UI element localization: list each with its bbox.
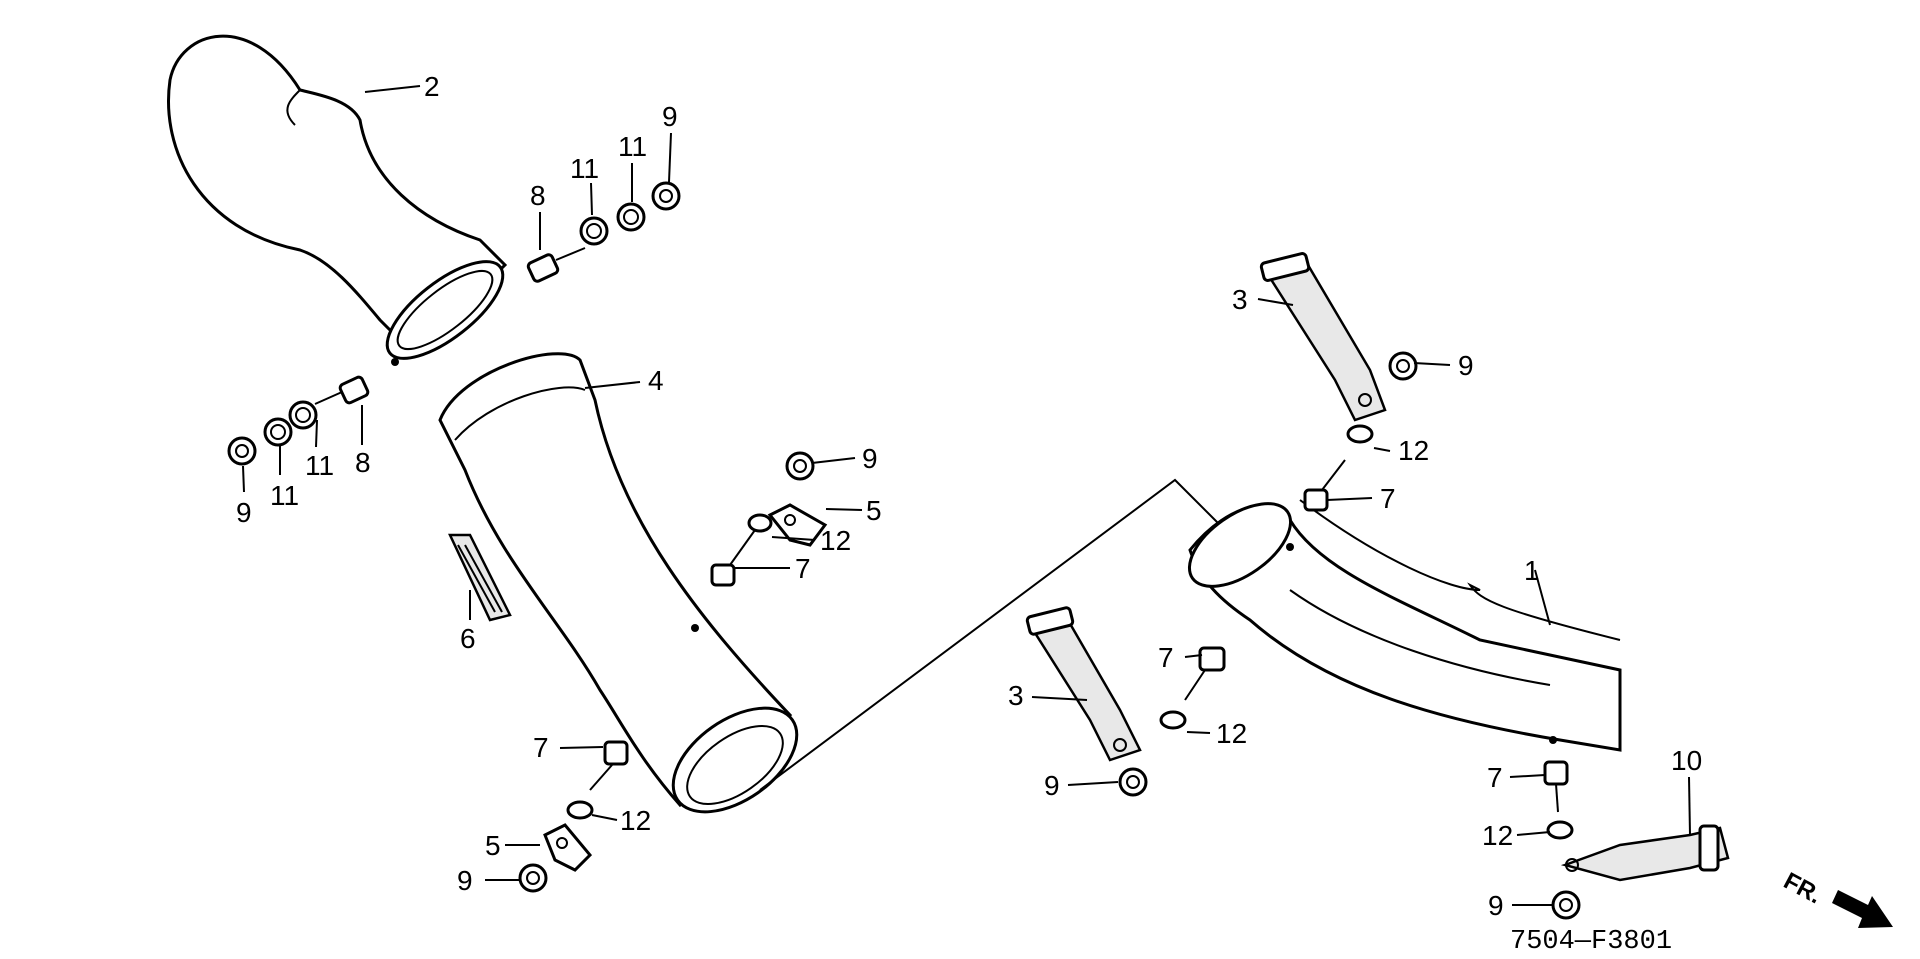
callout-5: 5 <box>485 830 501 861</box>
callout-8: 8 <box>530 180 546 211</box>
callout-12: 12 <box>1482 820 1513 851</box>
front-direction-indicator: FR. <box>1779 867 1893 928</box>
callout-9: 9 <box>1458 350 1474 381</box>
callout-9: 9 <box>662 101 678 132</box>
leader-lines <box>242 85 1691 906</box>
callout-12: 12 <box>620 805 651 836</box>
part-10-strap <box>1560 824 1730 882</box>
part-2-upper-pipe <box>167 34 508 366</box>
callout-3: 3 <box>1232 284 1248 315</box>
callout-11: 11 <box>570 153 599 184</box>
callout-5: 5 <box>866 495 882 526</box>
connector-line <box>759 478 1221 791</box>
bolt-icons <box>314 247 1569 813</box>
callout-8: 8 <box>355 447 371 478</box>
callout-1: 1 <box>1524 555 1540 586</box>
callout-12: 12 <box>1398 435 1429 466</box>
front-direction-label: FR. <box>1779 867 1826 909</box>
callout-9: 9 <box>1044 770 1060 801</box>
diagram-code: 7504—F3801 <box>1510 927 1672 957</box>
callout-4: 4 <box>648 365 664 396</box>
callout-7: 7 <box>795 553 811 584</box>
part-3-strap-upper <box>1259 252 1387 422</box>
part-5-bracket-upper <box>767 503 828 547</box>
callout-9: 9 <box>457 865 473 896</box>
callout-10: 10 <box>1671 745 1702 776</box>
direction-arrow-icon <box>1832 890 1893 928</box>
callout-11: 11 <box>270 480 299 511</box>
part-6-label-plate <box>448 533 512 622</box>
part-1-muffler <box>1187 499 1622 752</box>
callout-12: 12 <box>820 525 851 556</box>
callout-11: 11 <box>305 450 334 481</box>
callout-7: 7 <box>533 732 549 763</box>
callout-7: 7 <box>1380 483 1396 514</box>
part-3-strap-lower <box>1025 606 1142 762</box>
part-5-bracket-lower <box>543 823 593 872</box>
callout-9: 9 <box>1488 890 1504 921</box>
callout-11: 11 <box>618 131 647 162</box>
callout-9: 9 <box>862 443 878 474</box>
nut-and-washer-icons <box>227 181 1581 920</box>
callout-7: 7 <box>1487 762 1503 793</box>
callout-3: 3 <box>1008 680 1024 711</box>
callout-12: 12 <box>1216 718 1247 749</box>
callout-2: 2 <box>424 71 440 102</box>
callout-labels: 2 4 8 11 11 9 8 11 11 9 6 9 5 12 7 7 12 … <box>236 71 1702 921</box>
callout-6: 6 <box>460 623 476 654</box>
callout-7: 7 <box>1158 642 1174 673</box>
callout-9: 9 <box>236 497 252 528</box>
